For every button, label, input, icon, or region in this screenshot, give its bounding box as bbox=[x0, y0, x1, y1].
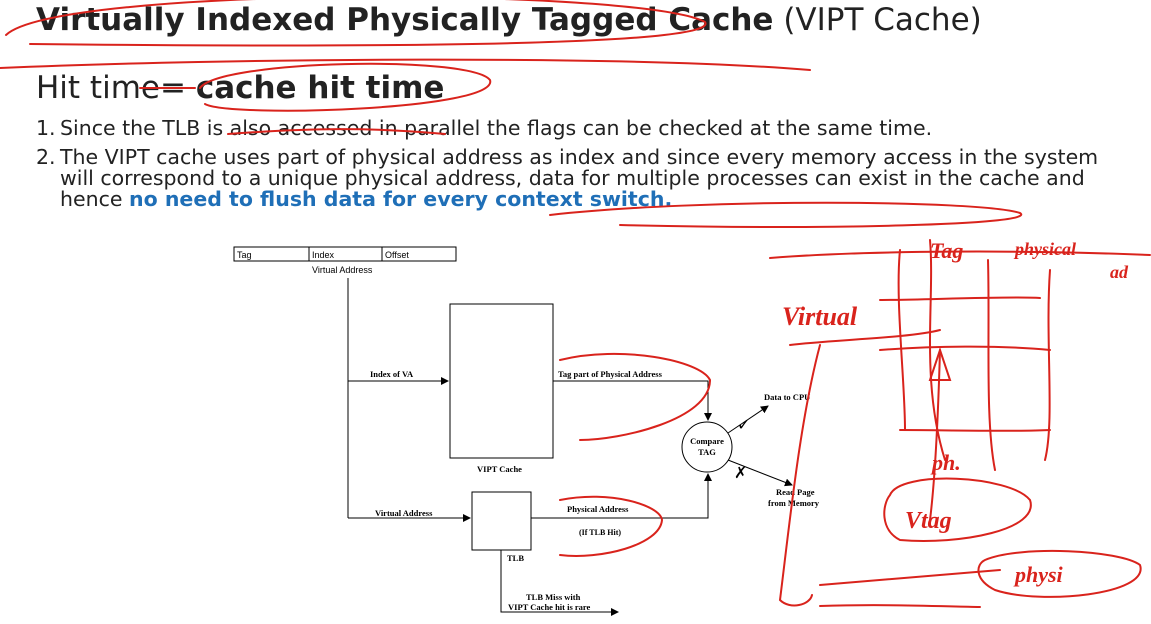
tag-label: TAG bbox=[698, 447, 716, 457]
tlb-miss-arrow bbox=[500, 550, 619, 616]
offset-field-box bbox=[381, 246, 457, 262]
data-to-cpu-label: Data to CPU bbox=[764, 392, 810, 402]
cross-icon: ✗ bbox=[734, 465, 747, 482]
virtual-address-label: Virtual Address bbox=[312, 265, 373, 275]
tag-field-label: Tag bbox=[237, 250, 252, 260]
compare-label: Compare bbox=[690, 436, 724, 446]
vipt-cache-label: VIPT Cache bbox=[477, 464, 522, 474]
if-tlb-hit-label: (If TLB Hit) bbox=[579, 528, 621, 537]
tlb-label: TLB bbox=[507, 553, 524, 563]
tlb-box bbox=[471, 491, 532, 551]
point-number: 1. bbox=[36, 116, 56, 140]
physical-address-label: Physical Address bbox=[567, 504, 629, 514]
tag-part-arrow bbox=[553, 380, 712, 421]
data-to-cpu-arrow bbox=[727, 405, 769, 434]
va-to-tlb-label: Virtual Address bbox=[375, 508, 433, 518]
vipt-hit-rare-label: VIPT Cache hit is rare bbox=[508, 602, 591, 612]
tag-part-label: Tag part of Physical Address bbox=[558, 369, 663, 379]
highlight-text: no need to flush data for every context … bbox=[129, 187, 673, 211]
point-2: 2. The VIPT cache uses part of physical … bbox=[36, 147, 1131, 210]
read-page-label: Read Page bbox=[776, 487, 815, 497]
title-rest: (VIPT Cache) bbox=[773, 2, 982, 38]
point-text: The VIPT cache uses part of physical add… bbox=[60, 145, 1099, 211]
check-icon: ✓ bbox=[737, 417, 750, 434]
from-memory-label: from Memory bbox=[768, 498, 820, 508]
vipt-cache-box bbox=[449, 303, 554, 459]
index-of-va-label: Index of VA bbox=[370, 369, 414, 379]
tlb-miss-label: TLB Miss with bbox=[526, 592, 581, 602]
offset-field-label: Offset bbox=[385, 250, 409, 260]
index-field-label: Index bbox=[312, 250, 335, 260]
point-number: 2. bbox=[36, 145, 56, 169]
